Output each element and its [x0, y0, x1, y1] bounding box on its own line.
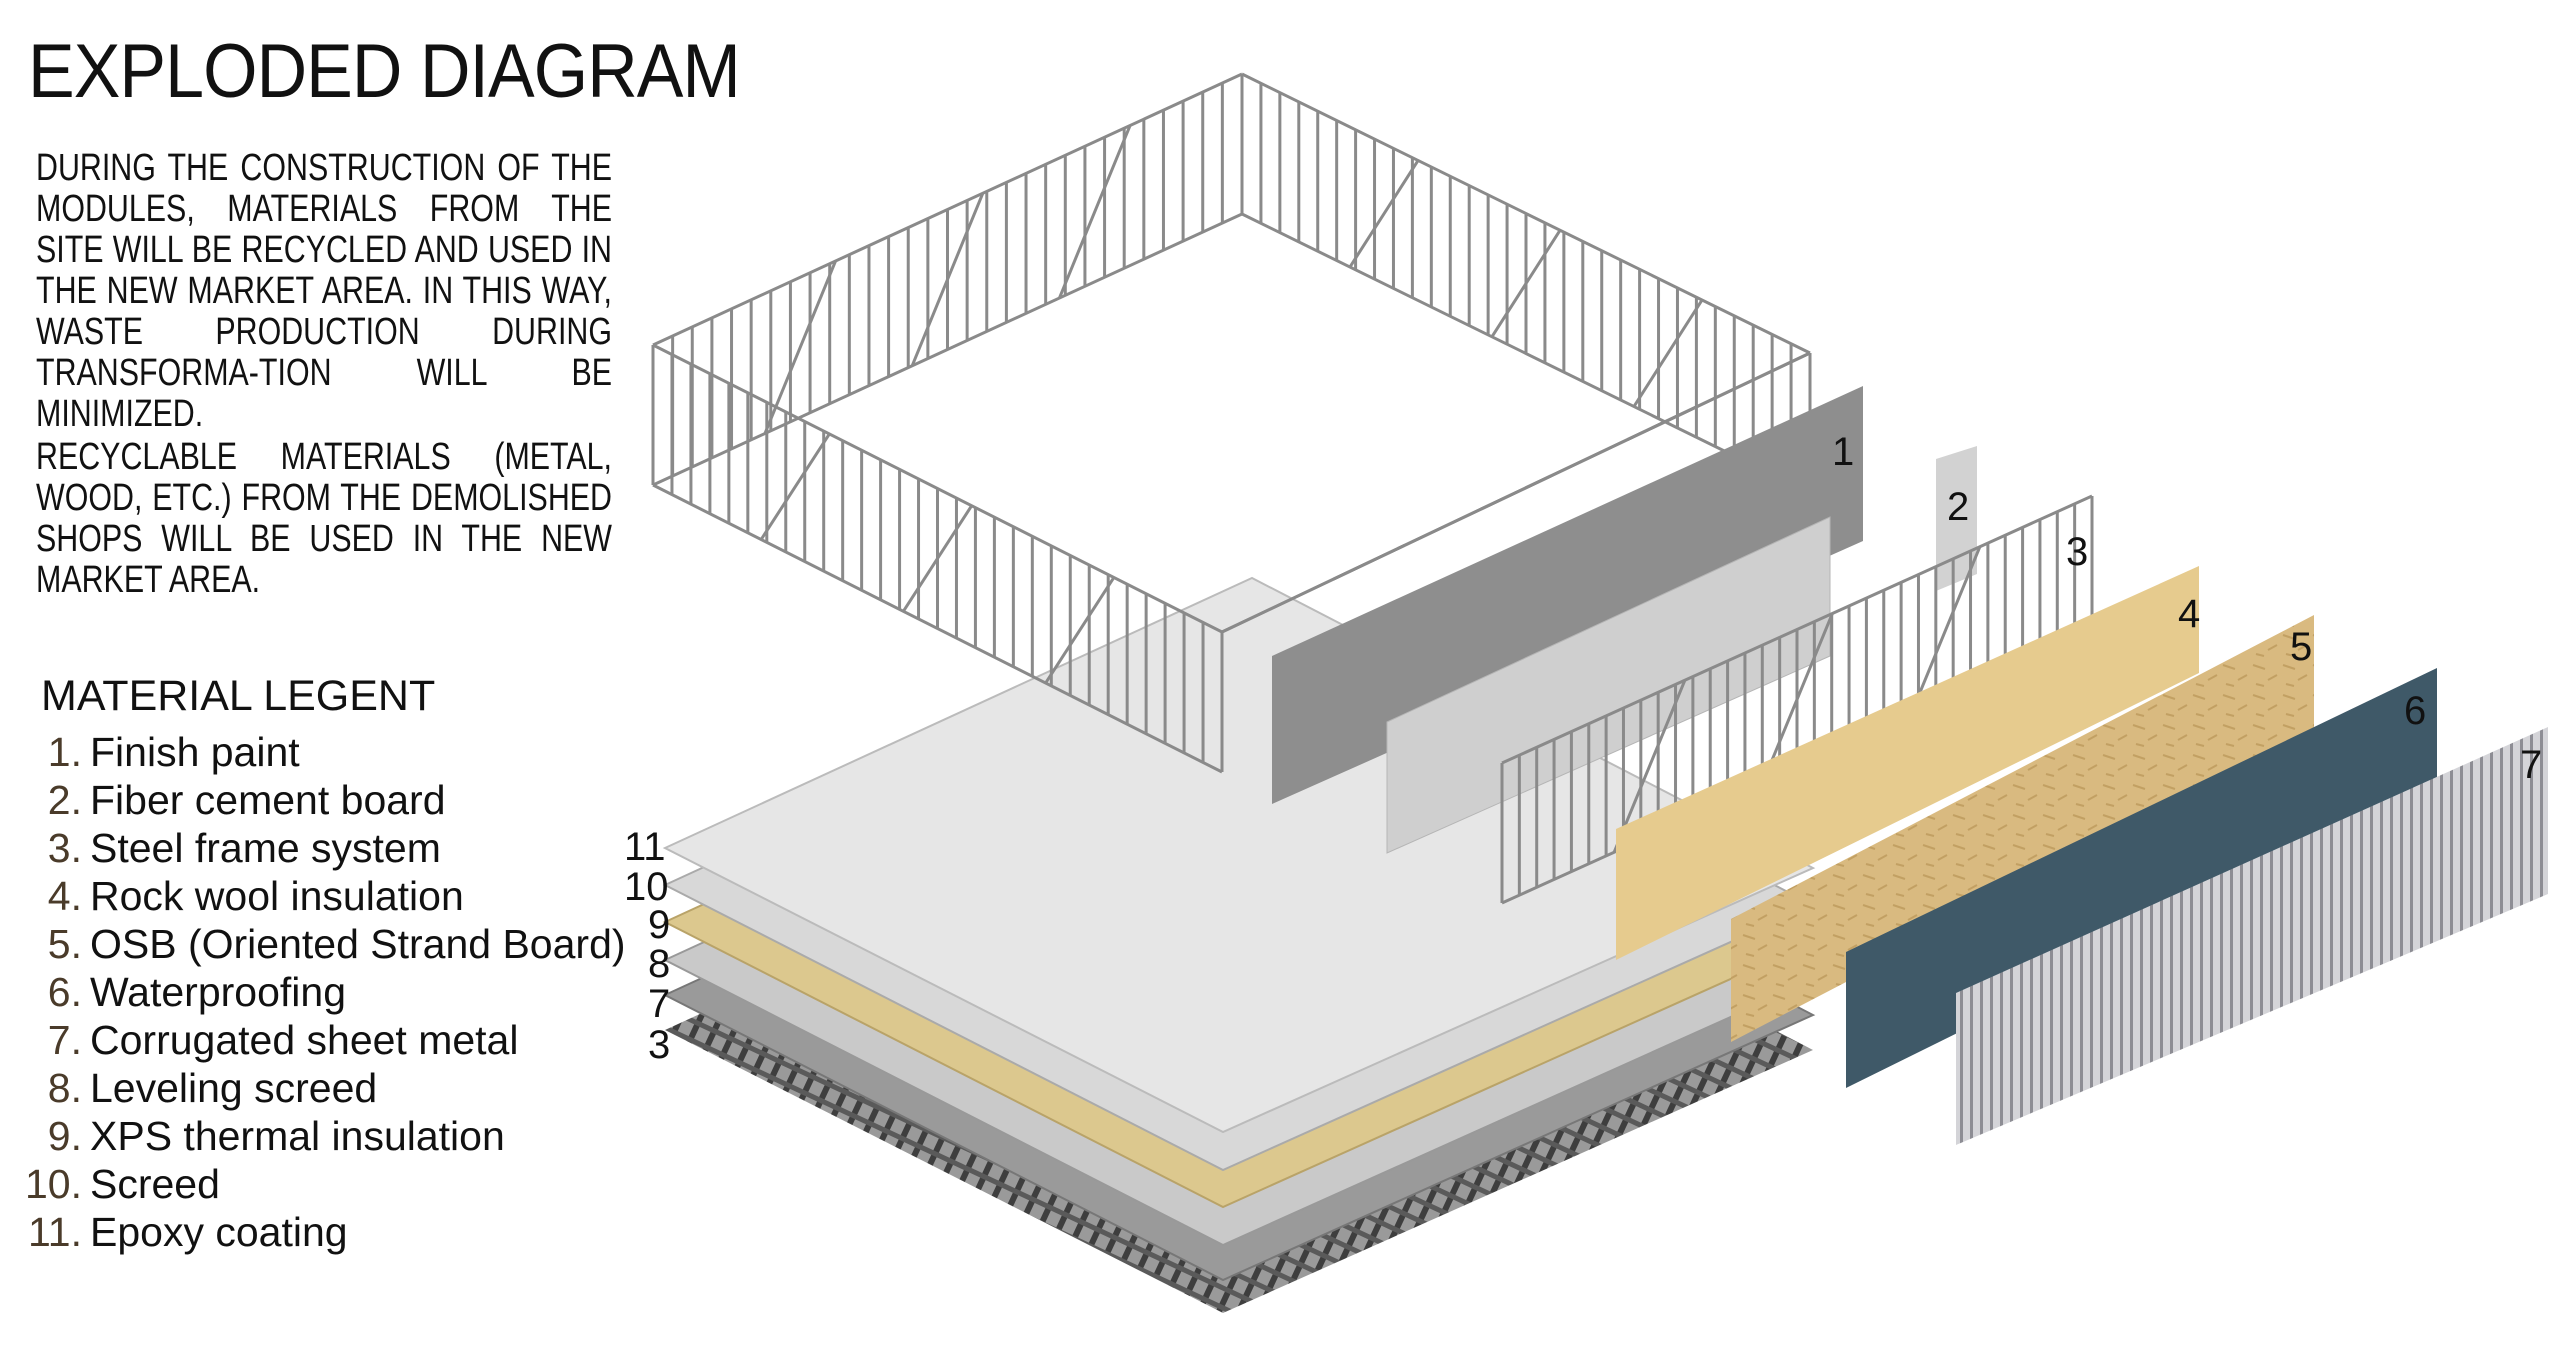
legend-label: XPS thermal insulation: [90, 1113, 505, 1159]
legend-number: 5.: [47, 921, 82, 967]
label-4: 4: [2178, 592, 2200, 636]
legend-item: 4.Rock wool insulation: [20, 872, 626, 920]
wall-layers: [1272, 386, 2548, 1145]
wall-finish-paint: [1272, 386, 1863, 804]
wall-rock-wool: [1616, 566, 2199, 960]
frame-brace: [1632, 299, 1704, 408]
wall-osb: [1731, 615, 2314, 1042]
legend-label: Steel frame system: [90, 825, 441, 871]
wall-corrugated-metal: [1956, 727, 2548, 1145]
frame-brace: [1333, 544, 1405, 581]
frame-brace: [1760, 612, 1834, 787]
steel-frame-box: [651, 72, 1812, 774]
frame-brace: [902, 504, 973, 613]
legend-label: Leveling screed: [90, 1065, 378, 1111]
legend-number: 6.: [47, 969, 82, 1015]
legend-title: MATERIAL LEGENT: [41, 672, 436, 720]
label-3: 3: [2066, 530, 2088, 574]
floor-labels: 11 10 9 8 7 3: [624, 825, 670, 1067]
label-2: 2: [1947, 485, 1969, 529]
page-title: EXPLODED DIAGRAM: [28, 29, 741, 114]
label-10: 10: [624, 865, 669, 909]
legend-number: 11.: [28, 1209, 82, 1255]
label-5: 5: [2290, 625, 2312, 669]
legend-label: Screed: [90, 1161, 220, 1207]
legend-number: 3.: [47, 825, 82, 871]
floor-layers: [662, 576, 1816, 1313]
legend-item: 5.OSB (Oriented Strand Board): [20, 920, 626, 968]
label-8: 8: [648, 942, 670, 986]
legend-label: Corrugated sheet metal: [90, 1017, 519, 1063]
legend-number: 10.: [25, 1161, 82, 1207]
frame-brace: [1058, 124, 1132, 299]
legend-number: 8.: [47, 1065, 82, 1111]
legend-number: 2.: [47, 777, 82, 823]
frame-brace: [759, 433, 831, 541]
legend-item: 11.Epoxy coating: [20, 1208, 626, 1256]
label-7-floor: 7: [648, 982, 670, 1026]
material-legend: 1.Finish paint 2.Fiber cement board 3.St…: [20, 728, 626, 1256]
label-1: 1: [1832, 430, 1854, 474]
legend-number: 9.: [47, 1113, 82, 1159]
legend-number: 4.: [47, 873, 82, 919]
wall-steel-frame: [1500, 494, 2094, 905]
label-9: 9: [648, 903, 670, 947]
description-paragraph-2: RECYCLABLE MATERIALS (METAL, WOOD, ETC.)…: [36, 436, 612, 601]
description-paragraph-1: DURING THE CONSTRUCTION OF THE MODULES, …: [36, 147, 612, 435]
legend-label: Epoxy coating: [90, 1209, 348, 1255]
legend-number: 7.: [47, 1017, 82, 1063]
frame-brace: [1044, 576, 1116, 684]
wall-fiber-cement-sample: [1936, 446, 1977, 591]
label-6: 6: [2404, 689, 2426, 733]
label-7: 7: [2520, 743, 2542, 787]
frame-brace: [1627, 404, 1699, 441]
legend-item: 2.Fiber cement board: [20, 776, 626, 824]
legend-number: 1.: [47, 729, 82, 775]
label-11: 11: [624, 825, 666, 869]
legend-label: Waterproofing: [90, 969, 346, 1015]
frame-brace: [1612, 679, 1687, 853]
legend-item: 3.Steel frame system: [20, 824, 626, 872]
legend-item: 10.Screed: [20, 1160, 626, 1208]
legend-label: Fiber cement board: [90, 777, 446, 823]
legend-label: Finish paint: [90, 729, 300, 775]
frame-brace: [1907, 546, 1982, 720]
frame-brace: [1490, 229, 1562, 338]
frame-brace: [763, 260, 837, 435]
legend-label: Rock wool insulation: [90, 873, 464, 919]
frame-brace: [910, 192, 985, 367]
legend-label: OSB (Oriented Strand Board): [90, 921, 626, 967]
frame-brace: [1480, 474, 1552, 511]
frame-brace: [1348, 159, 1420, 268]
legend-item: 1.Finish paint: [20, 728, 626, 776]
legend-item: 7.Corrugated sheet metal: [20, 1016, 626, 1064]
legend-item: 8.Leveling screed: [20, 1064, 626, 1112]
label-3-floor: 3: [648, 1023, 670, 1067]
legend-item: 9.XPS thermal insulation: [20, 1112, 626, 1160]
wall-fiber-cement-board: [1386, 516, 1831, 854]
wall-labels: 1 2 3 4 5 6 7: [1832, 430, 2542, 787]
legend-item: 6.Waterproofing: [20, 968, 626, 1016]
